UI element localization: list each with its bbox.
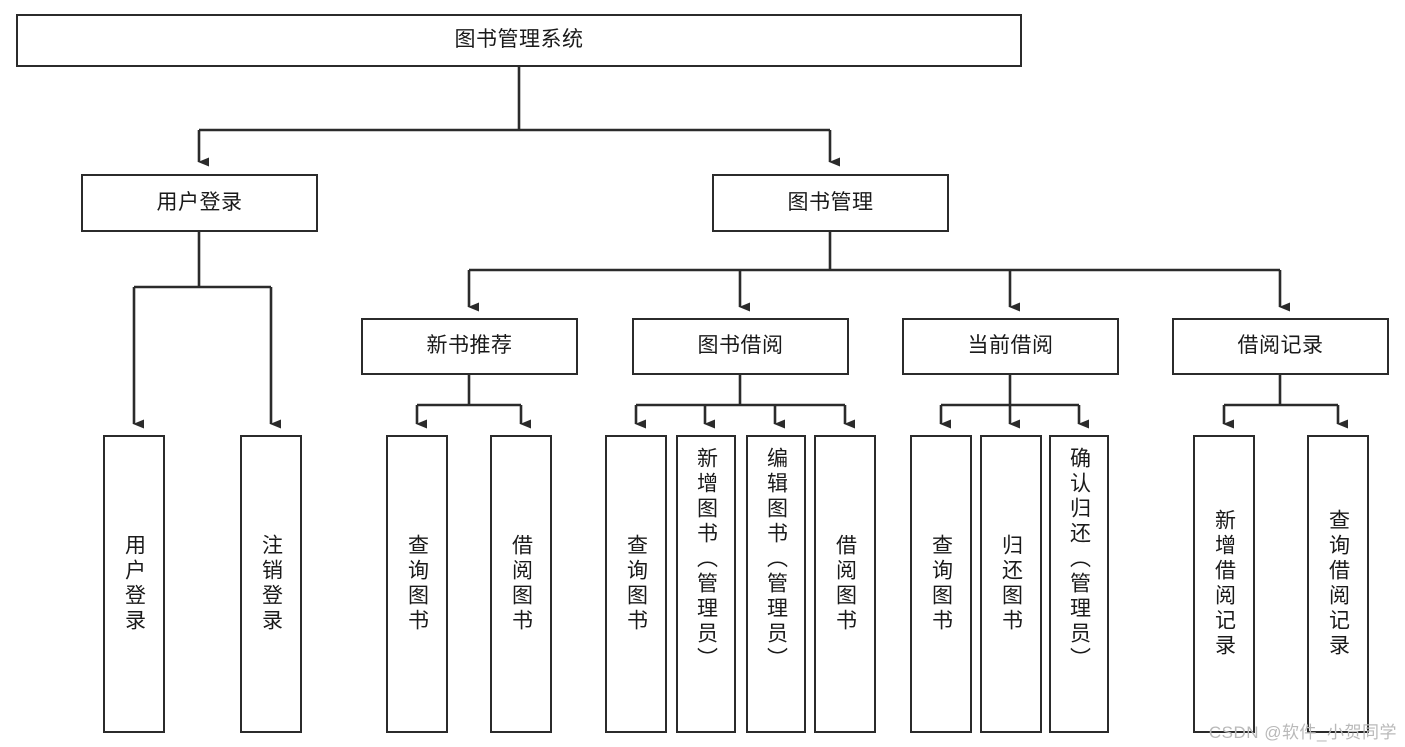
node-leaf-user-logout[interactable]: 注销登录 (240, 435, 302, 733)
node-leaf-user-login[interactable]: 用户登录 (103, 435, 165, 733)
node-book-manage[interactable]: 图书管理 (712, 174, 949, 232)
node-leaf-return-book-label: 归还图书 (999, 534, 1023, 634)
node-leaf-edit-book[interactable]: 编辑图书（管理员） (746, 435, 806, 733)
node-leaf-query-record-label: 查询借阅记录 (1326, 509, 1350, 659)
node-leaf-query-book-2[interactable]: 查询图书 (605, 435, 667, 733)
node-new-book-recommend-label: 新书推荐 (426, 334, 513, 358)
node-current-borrow-label: 当前借阅 (967, 334, 1054, 358)
node-leaf-borrow-book-1[interactable]: 借阅图书 (490, 435, 552, 733)
node-borrow-record-label: 借阅记录 (1237, 334, 1324, 358)
node-leaf-edit-book-label: 编辑图书（管理员） (764, 447, 788, 672)
node-leaf-confirm-return-label: 确认归还（管理员） (1067, 447, 1091, 672)
node-leaf-query-book-1-label: 查询图书 (405, 534, 429, 634)
node-leaf-confirm-return[interactable]: 确认归还（管理员） (1049, 435, 1109, 733)
node-leaf-user-logout-label: 注销登录 (259, 534, 283, 634)
node-leaf-user-login-label: 用户登录 (122, 534, 146, 634)
node-borrow-record[interactable]: 借阅记录 (1172, 318, 1389, 375)
node-leaf-add-record[interactable]: 新增借阅记录 (1193, 435, 1255, 733)
node-new-book-recommend[interactable]: 新书推荐 (361, 318, 578, 375)
node-leaf-query-book-1[interactable]: 查询图书 (386, 435, 448, 733)
node-book-borrow[interactable]: 图书借阅 (632, 318, 849, 375)
node-leaf-query-record[interactable]: 查询借阅记录 (1307, 435, 1369, 733)
node-leaf-return-book[interactable]: 归还图书 (980, 435, 1042, 733)
node-leaf-query-book-2-label: 查询图书 (624, 534, 648, 634)
node-leaf-borrow-book-2[interactable]: 借阅图书 (814, 435, 876, 733)
node-current-borrow[interactable]: 当前借阅 (902, 318, 1119, 375)
node-root-label: 图书管理系统 (454, 28, 584, 52)
node-leaf-borrow-book-1-label: 借阅图书 (509, 534, 533, 634)
node-root[interactable]: 图书管理系统 (16, 14, 1022, 67)
node-leaf-add-record-label: 新增借阅记录 (1212, 509, 1236, 659)
node-leaf-query-book-3-label: 查询图书 (929, 534, 953, 634)
node-leaf-query-book-3[interactable]: 查询图书 (910, 435, 972, 733)
node-book-borrow-label: 图书借阅 (697, 334, 784, 358)
node-book-manage-label: 图书管理 (787, 190, 874, 214)
node-leaf-add-book-label: 新增图书（管理员） (694, 447, 718, 672)
node-leaf-borrow-book-2-label: 借阅图书 (833, 534, 857, 634)
node-user-login-label: 用户登录 (156, 190, 243, 214)
node-user-login[interactable]: 用户登录 (81, 174, 318, 232)
node-leaf-add-book[interactable]: 新增图书（管理员） (676, 435, 736, 733)
